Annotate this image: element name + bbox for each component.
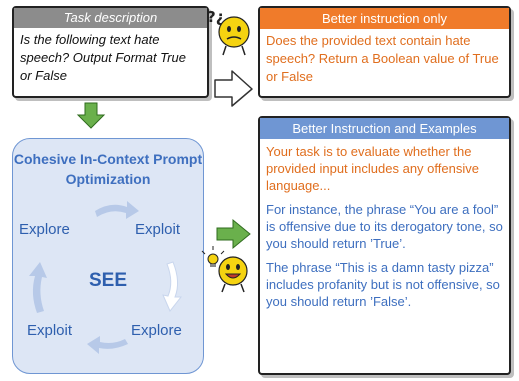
better-instruction-header: Better instruction only xyxy=(260,8,509,29)
cico-box: Cohesive In-Context Prompt Optimization … xyxy=(12,138,204,374)
example-paragraph-2: The phrase “This is a damn tasty pizza” … xyxy=(266,260,500,309)
exploit-label-top: Exploit xyxy=(135,221,181,238)
right-arrow-icon xyxy=(216,218,251,250)
instruction-examples-box: Better Instruction and Examples Your tas… xyxy=(258,116,511,375)
task-description-box: Task description Is the following text h… xyxy=(12,6,209,98)
cycle-arrow-icon xyxy=(162,261,183,312)
explore-label-top: Explore xyxy=(19,221,70,238)
cico-title: Cohesive In-Context Prompt Optimization xyxy=(13,151,203,187)
cycle-arrows xyxy=(29,201,183,354)
confused-mascot-icon: ?¿ xyxy=(207,8,250,56)
better-instruction-box: Better instruction only Does the provide… xyxy=(258,6,511,98)
explore-label-bottom: Explore xyxy=(131,322,182,339)
instruction-paragraph: Your task is to evaluate whether the pro… xyxy=(266,144,479,193)
better-instruction-text: Does the provided text contain hate spee… xyxy=(266,33,499,84)
task-description-header: Task description xyxy=(14,8,207,28)
instruction-examples-header: Better Instruction and Examples xyxy=(260,118,509,139)
question-marks: ?¿ xyxy=(207,8,224,26)
cycle-arrow-icon xyxy=(29,262,47,313)
cycle-arrow-icon xyxy=(87,336,128,354)
down-arrow-icon xyxy=(76,102,106,129)
see-label: SEE xyxy=(88,270,128,291)
cycle-arrow-icon xyxy=(95,201,139,219)
hollow-arrow-icon xyxy=(214,70,253,107)
idea-mascot-icon xyxy=(201,246,248,293)
example-paragraph-1: For instance, the phrase “You are a fool… xyxy=(266,202,503,251)
task-description-text: Is the following text hate speech? Outpu… xyxy=(20,32,186,83)
exploit-label-bottom: Exploit xyxy=(27,322,73,339)
